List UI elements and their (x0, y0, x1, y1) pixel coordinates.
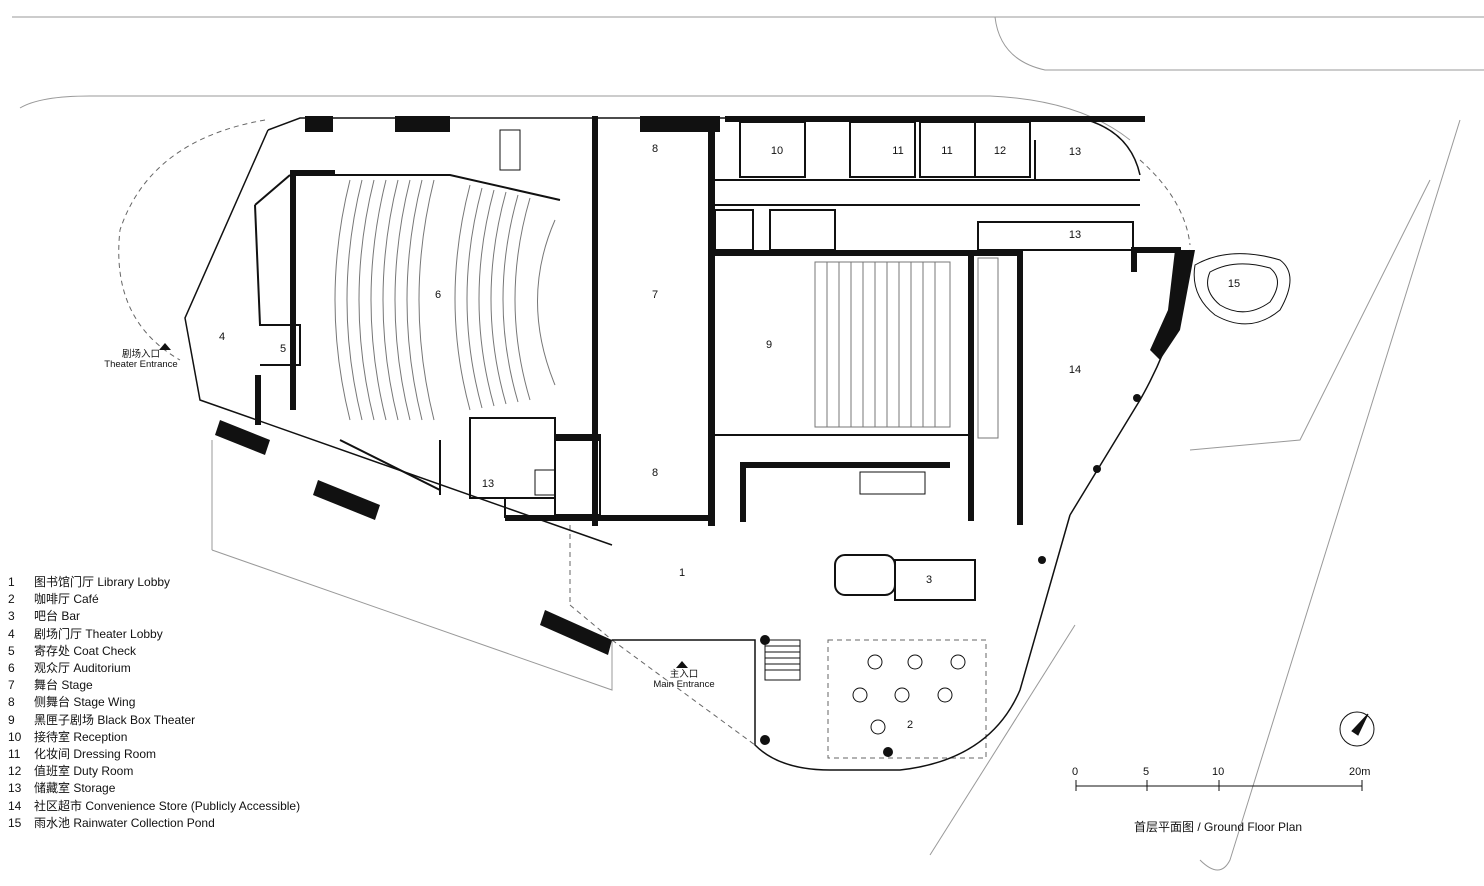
main-entrance-arrow (676, 661, 688, 668)
legend-label: 图书馆门厅 Library Lobby (34, 575, 171, 589)
theater-entrance-arrow (159, 343, 171, 350)
legend-item: 8 侧舞台 Stage Wing (8, 694, 300, 711)
legend-label: 接待室 Reception (34, 729, 128, 744)
legend-item: 11 化妆间 Dressing Room (8, 746, 300, 763)
drawing-caption: 首层平面图 / Ground Floor Plan (1134, 820, 1303, 834)
room-label-13-c: 13 (481, 478, 495, 490)
scale-tick-5: 5 (1143, 766, 1150, 778)
scale-tick-20m: 20m (1349, 766, 1371, 778)
room-label-6: 6 (434, 289, 442, 301)
legend-label: 剧场门厅 Theater Lobby (34, 626, 163, 641)
legend-label: 咖啡厅 Café (34, 592, 99, 607)
legend-label: 侧舞台 Stage Wing (34, 695, 136, 710)
room-label-11-b: 11 (941, 145, 953, 157)
legend-item: 4 剧场门厅 Theater Lobby (8, 626, 300, 643)
legend-number: 3 (8, 609, 15, 624)
legend-item: 9 黑匣子剧场 Black Box Theater (8, 712, 300, 729)
legend-item: 2 咖啡厅 Café (8, 591, 300, 608)
legend-number: 13 (8, 781, 22, 796)
interior-walls (254, 121, 1140, 601)
main-entrance-en: Main Entrance (653, 679, 715, 690)
legend-item: 14 社区超市 Convenience Store (Publicly Acces… (8, 798, 300, 815)
legend-number: 6 (8, 661, 15, 676)
legend-item: 3 吧台 Bar (8, 608, 300, 625)
legend-label: 吧台 Bar (34, 609, 81, 624)
legend-number: 9 (8, 712, 15, 727)
legend-label: 舞台 Stage (34, 678, 93, 693)
room-label-4: 4 (218, 331, 226, 343)
legend-item: 12 值班室 Duty Room (8, 763, 300, 780)
legend-number: 14 (8, 798, 22, 813)
room-label-5: 5 (279, 343, 287, 355)
room-label-14: 14 (1068, 364, 1082, 376)
legend-item: 13 储藏室 Storage (8, 780, 300, 797)
legend-label: 雨水池 Rainwater Collection Pond (34, 815, 215, 830)
room-label-8-south: 8 (651, 467, 659, 479)
legend-label: 社区超市 Convenience Store (Publicly Accessi… (34, 798, 301, 813)
legend-item: 15 雨水池 Rainwater Collection Pond (8, 815, 300, 832)
legend-number: 8 (8, 695, 15, 710)
room-label-1: 1 (678, 567, 686, 579)
black-box-seating (814, 257, 999, 439)
rainwater-pond (1193, 253, 1291, 325)
room-label-15: 15 (1227, 278, 1241, 290)
legend-label: 寄存处 Coat Check (34, 643, 137, 658)
legend-number: 10 (8, 729, 22, 744)
heavy-walls (215, 116, 1195, 655)
legend-label: 黑匣子剧场 Black Box Theater (34, 712, 196, 727)
auditorium-seating (334, 179, 556, 421)
room-label-7: 7 (651, 289, 659, 301)
theater-entrance-en: Theater Entrance (104, 359, 178, 370)
room-label-10: 10 (770, 145, 784, 157)
room-label-3: 3 (925, 574, 933, 586)
theater-entrance-label: 剧场入口 Theater Entrance (104, 350, 177, 370)
legend-label: 储藏室 Storage (34, 781, 116, 796)
legend-label: 值班室 Duty Room (34, 764, 134, 779)
scale-bar (1075, 780, 1363, 791)
legend-number: 15 (8, 815, 22, 830)
legend-item: 5 寄存处 Coat Check (8, 643, 300, 660)
legend-number: 4 (8, 626, 15, 641)
stairs (499, 129, 926, 681)
main-entrance-cn: 主入口 (669, 669, 699, 680)
room-label-2: 2 (906, 719, 914, 731)
room-label-12: 12 (993, 145, 1007, 157)
room-label-13-a: 13 (1068, 146, 1082, 158)
scale-tick-0: 0 (1072, 766, 1079, 778)
room-label-13-b: 13 (1068, 229, 1082, 241)
north-arrow (1339, 711, 1375, 747)
columns (760, 394, 1141, 757)
scale-tick-10: 10 (1212, 766, 1225, 778)
legend-number: 1 (8, 575, 15, 589)
site-context (12, 16, 1484, 871)
room-label-9: 9 (765, 339, 773, 351)
legend-item: 1 图书馆门厅 Library Lobby (8, 574, 300, 591)
legend-number: 7 (8, 678, 15, 693)
legend-number: 5 (8, 643, 15, 658)
theater-entrance-cn: 剧场入口 (121, 349, 160, 360)
legend-number: 12 (8, 764, 22, 779)
cafe-tables (852, 654, 966, 735)
room-label-8-north: 8 (651, 143, 659, 155)
legend-number: 2 (8, 592, 15, 607)
room-label-11-a: 11 (892, 145, 904, 157)
main-entrance-label: 主入口 Main Entrance (653, 670, 714, 690)
canopy-lines (118, 119, 1191, 759)
legend: 1 图书馆门厅 Library Lobby 2 咖啡厅 Café 3 吧台 Bar 4… (8, 574, 300, 832)
legend-item: 7 舞台 Stage (8, 677, 300, 694)
legend-label: 化妆间 Dressing Room (34, 747, 157, 762)
legend-number: 11 (8, 747, 21, 762)
legend-item: 6 观众厅 Auditorium (8, 660, 300, 677)
legend-item: 10 接待室 Reception (8, 729, 300, 746)
legend-label: 观众厅 Auditorium (34, 661, 131, 676)
